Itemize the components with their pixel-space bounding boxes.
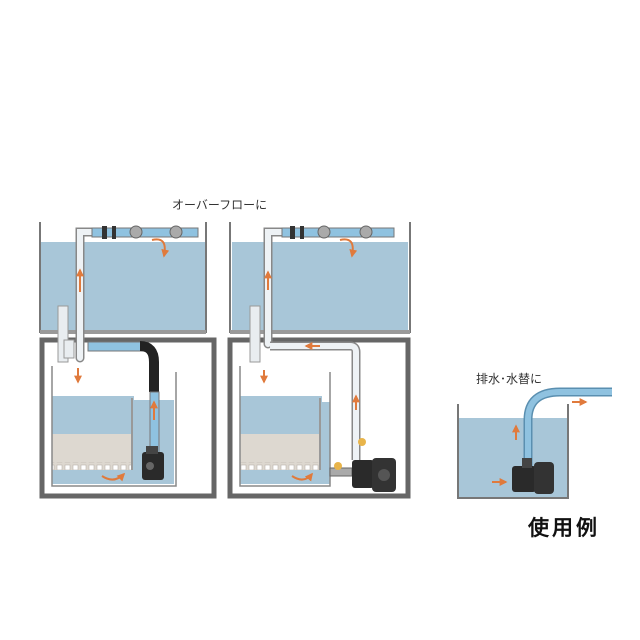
overflow-system-2 <box>227 222 411 499</box>
valve-icon <box>129 225 143 239</box>
flow-arrow-icon <box>260 238 360 482</box>
valve-icon <box>317 225 331 239</box>
drain-exchange-label: 排水･水替に <box>476 372 543 386</box>
usage-example-title: 使用例 <box>528 516 600 540</box>
valve-icon <box>169 225 183 239</box>
overflow-pipe-1 <box>57 227 97 363</box>
flow-arrow-icon <box>492 398 588 486</box>
pump-icon <box>352 458 396 492</box>
overflow-system-1 <box>39 222 217 499</box>
pump-icon <box>512 458 554 494</box>
flow-arrow-icon <box>74 238 170 482</box>
return-pipe-1 <box>87 225 199 455</box>
sump-tank-2 <box>239 366 331 487</box>
drain-hose <box>523 387 612 470</box>
overflow-pipe-2 <box>249 227 287 363</box>
valve-icon <box>359 225 373 239</box>
overflow-label: オーバーフローに <box>172 198 268 212</box>
valve-icon <box>334 462 342 470</box>
drain-system <box>457 387 612 499</box>
valve-icon <box>358 438 366 446</box>
upper-tank-2 <box>229 222 411 334</box>
return-pipe-2 <box>270 225 395 477</box>
pump-icon <box>142 446 164 480</box>
